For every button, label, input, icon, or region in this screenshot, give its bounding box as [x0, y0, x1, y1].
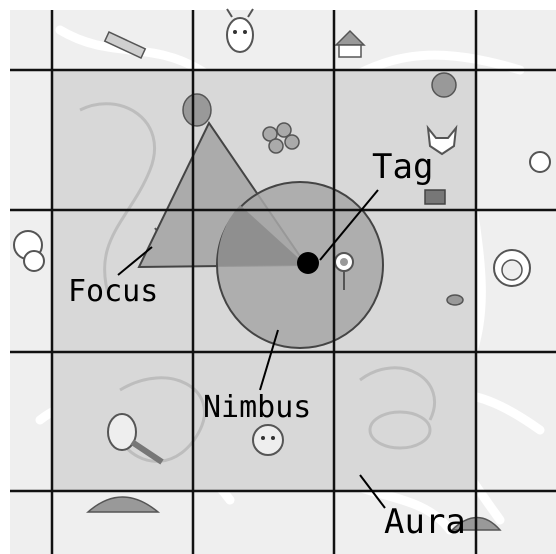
monkey-face-icon	[253, 425, 283, 455]
nimbus-label: Nimbus	[203, 393, 311, 423]
tag-label: Tag	[372, 150, 433, 184]
focus-label: Focus	[68, 277, 158, 307]
hut-icon-small	[425, 190, 445, 204]
lion-icon	[494, 250, 530, 286]
aura-label: Aura	[384, 505, 466, 539]
tag-dot	[297, 252, 319, 274]
tree-icon-right	[530, 152, 550, 172]
